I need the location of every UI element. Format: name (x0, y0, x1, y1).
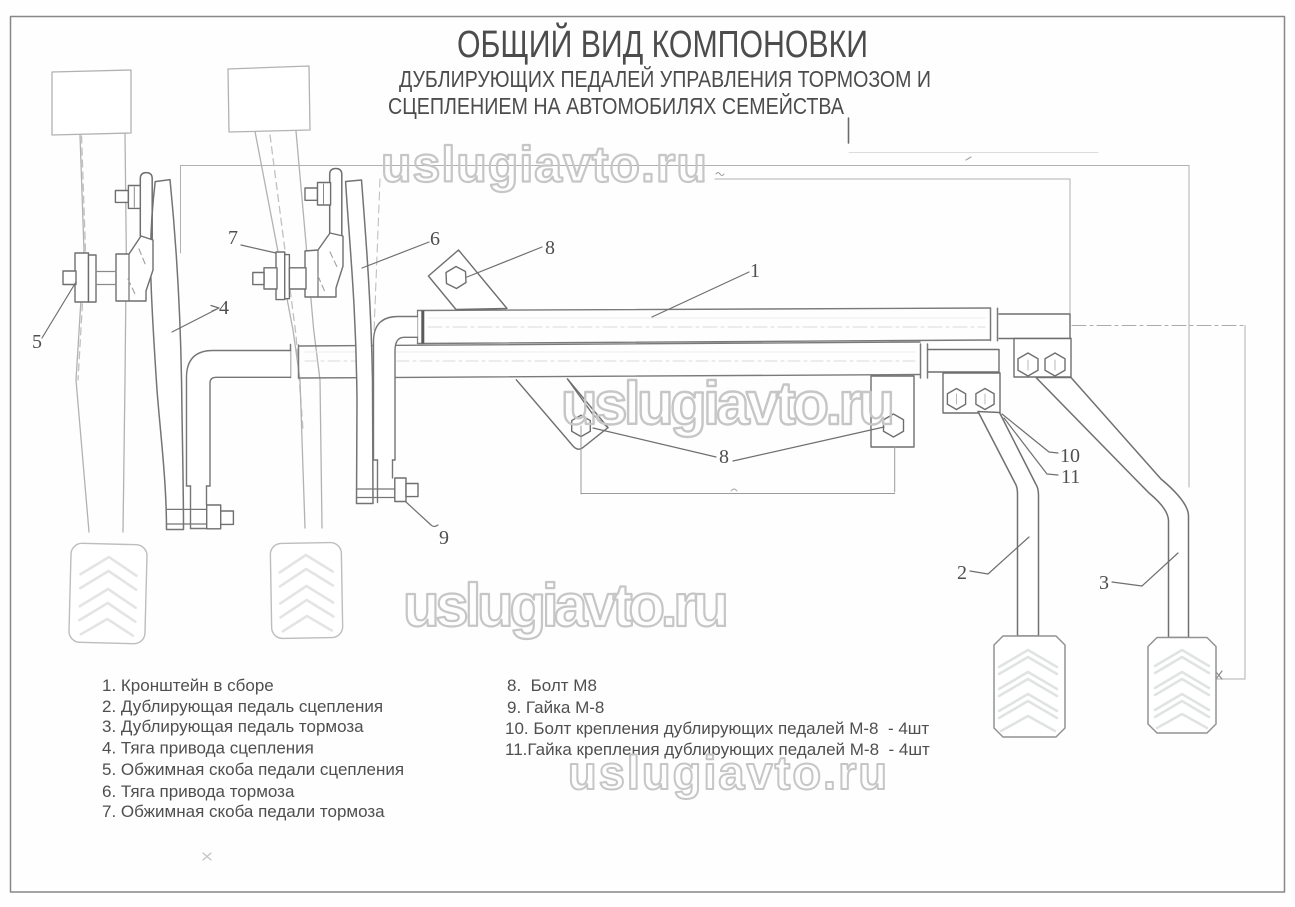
svg-text:4. Тяга привода сцепления: 4. Тяга привода сцепления (102, 739, 314, 758)
svg-text:uslugiavto.ru: uslugiavto.ru (568, 746, 889, 799)
svg-text:6: 6 (430, 228, 440, 250)
svg-text:2. Дублирующая педаль сцеплени: 2. Дублирующая педаль сцепления (102, 697, 383, 716)
svg-text:6. Тяга привода тормоза: 6. Тяга привода тормоза (102, 782, 295, 801)
svg-text:1: 1 (750, 260, 760, 282)
svg-text:9. Гайка М-8: 9. Гайка М-8 (507, 698, 604, 717)
svg-text:3: 3 (1099, 572, 1109, 594)
svg-text:3. Дублирующая педаль тормоза: 3. Дублирующая педаль тормоза (102, 717, 364, 736)
svg-text:2: 2 (957, 562, 967, 584)
svg-text:10: 10 (1060, 445, 1080, 467)
svg-text:11: 11 (1061, 466, 1080, 488)
svg-text:uslugiavto.ru: uslugiavto.ru (381, 137, 708, 193)
svg-text:СЦЕПЛЕНИЕМ НА АВТОМОБИЛЯХ СЕМЕ: СЦЕПЛЕНИЕМ НА АВТОМОБИЛЯХ СЕМЕЙСТВА (388, 92, 845, 119)
svg-text:5. Обжимная скоба педали сцепл: 5. Обжимная скоба педали сцепления (102, 760, 404, 779)
svg-text:8: 8 (719, 446, 729, 468)
svg-text:9: 9 (439, 527, 449, 549)
svg-text:1. Кронштейн в сборе: 1. Кронштейн в сборе (102, 676, 274, 695)
svg-text:uslugiavto.ru: uslugiavto.ru (403, 572, 729, 639)
svg-text:5: 5 (32, 331, 42, 353)
svg-text:ДУБЛИРУЮЩИХ ПЕДАЛЕЙ УПРАВЛЕНИЯ: ДУБЛИРУЮЩИХ ПЕДАЛЕЙ УПРАВЛЕНИЯ ТОРМОЗОМ … (399, 65, 931, 92)
svg-text:7: 7 (228, 227, 238, 249)
svg-text:10. Болт крепления дублирующих: 10. Болт крепления дублирующих педалей М… (505, 719, 929, 738)
svg-text:uslugiavto.ru: uslugiavto.ru (561, 370, 895, 437)
svg-text:7. Обжимная скоба педали тормо: 7. Обжимная скоба педали тормоза (102, 802, 385, 821)
svg-text:11.Гайка крепления дублирующих: 11.Гайка крепления дублирующих педалей М… (505, 740, 930, 759)
svg-text:8: 8 (545, 237, 555, 259)
svg-text:4: 4 (219, 297, 229, 319)
svg-text:ОБЩИЙ ВИД КОМПОНОВКИ: ОБЩИЙ ВИД КОМПОНОВКИ (457, 21, 868, 66)
svg-text:8. Болт М8: 8. Болт М8 (507, 676, 597, 695)
